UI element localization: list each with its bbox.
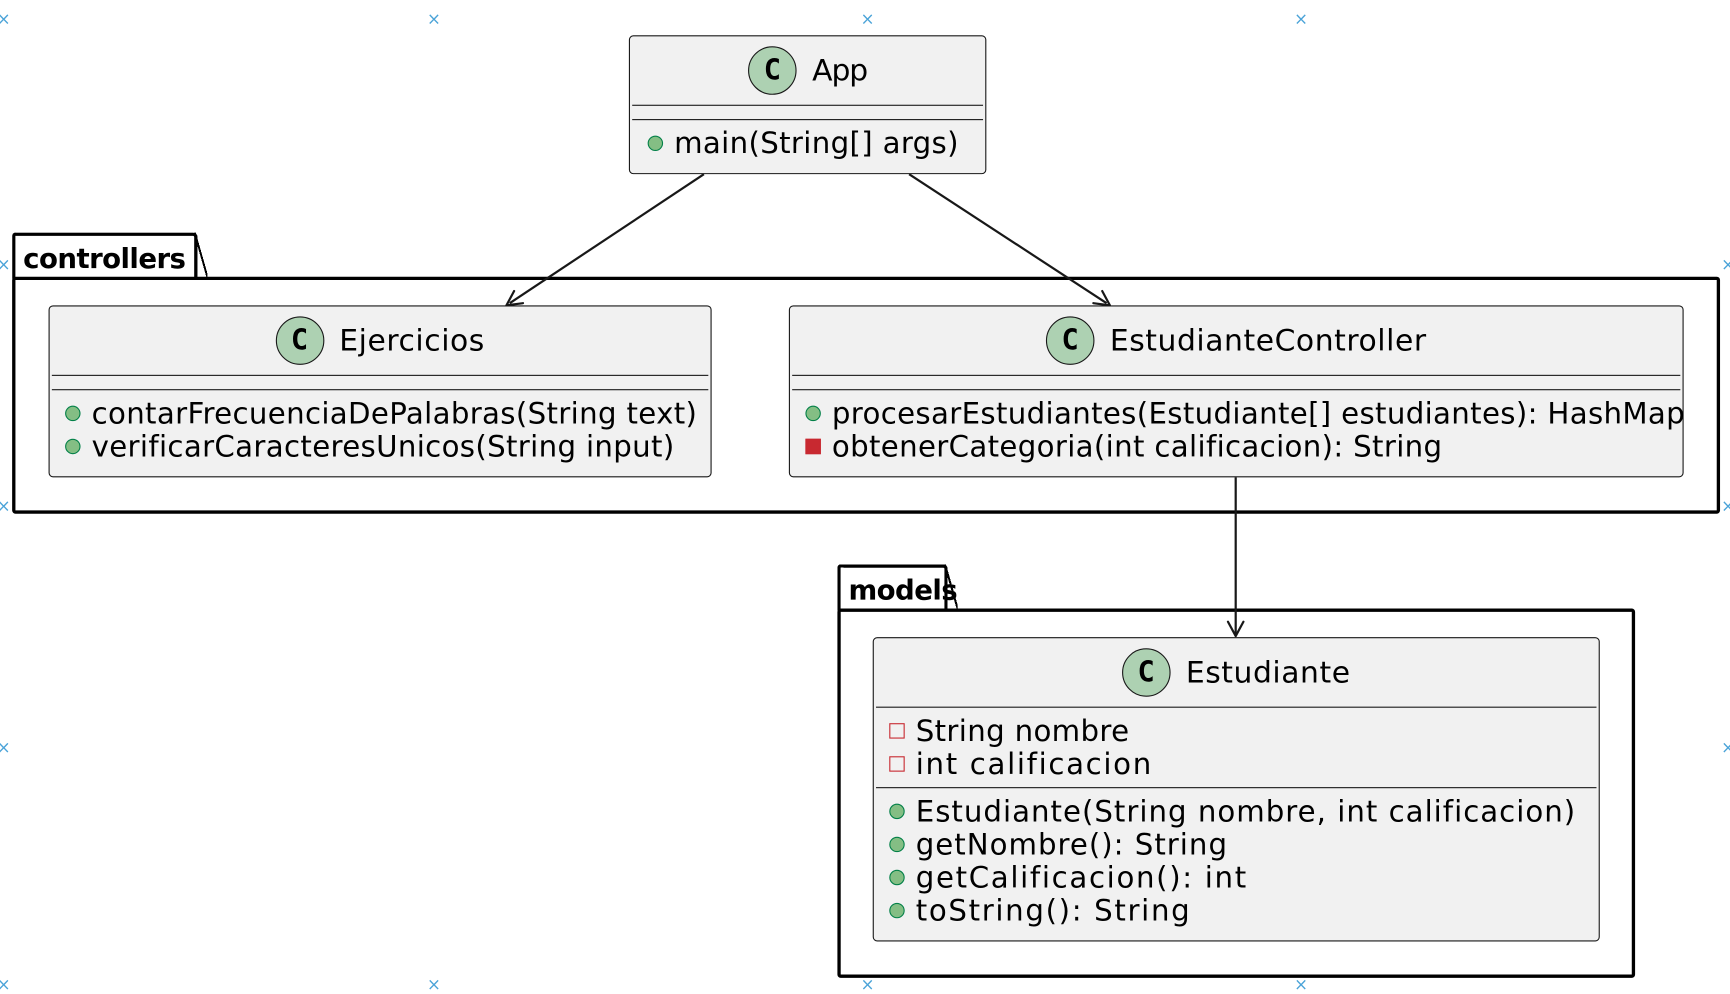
methods-section: procesarEstudiantes(Estudiante[] estudia… [790, 390, 1686, 469]
class-c-icon: C [275, 316, 324, 365]
method-row: procesarEstudiantes(Estudiante[] estudia… [805, 396, 1686, 431]
methods-section: main(String[] args) [630, 120, 985, 166]
page-marker-icon: × [1721, 498, 1730, 515]
page-marker-icon: × [1721, 256, 1730, 274]
class-c-icon: C [1045, 316, 1095, 365]
method-text: getCalificacion(): int [915, 860, 1248, 895]
class-header: C App [630, 36, 985, 104]
methods-section: contarFrecuenciaDePalabras(String text) … [50, 390, 711, 469]
method-row: main(String[] args) [647, 126, 986, 161]
class-name: EstudianteController [1109, 323, 1427, 358]
public-method-icon [647, 135, 664, 152]
class-header: C EstudianteController [790, 306, 1683, 374]
separator [632, 104, 984, 106]
field-row: String nombre [889, 713, 1598, 748]
package-controllers: controllers [12, 232, 1721, 514]
class-name: Ejercicios [339, 323, 485, 358]
page-marker-icon: × [0, 10, 11, 28]
page-marker-icon: × [1294, 974, 1309, 994]
separator [876, 706, 1597, 708]
field-row: int calificacion [889, 746, 1598, 782]
method-row: contarFrecuenciaDePalabras(String text) [65, 396, 710, 431]
method-text: getNombre(): String [915, 827, 1229, 862]
method-text: toString(): String [915, 893, 1192, 928]
separator [792, 374, 1681, 376]
class-estudiante-controller[interactable]: C EstudianteController procesarEstudiant… [788, 305, 1686, 478]
method-text: procesarEstudiantes(Estudiante[] estudia… [831, 396, 1686, 431]
page-marker-icon: × [1721, 739, 1730, 757]
public-method-icon [805, 405, 821, 422]
method-row: getNombre(): String [889, 827, 1598, 862]
arrow-estudiante-controller-to-estudiante [1226, 477, 1245, 638]
class-ejercicios[interactable]: C Ejercicios contarFrecuenciaDePalabras(… [48, 305, 712, 478]
method-text: Estudiante(String nombre, int calificaci… [915, 794, 1577, 829]
class-app[interactable]: C App main(String[] args) [628, 35, 987, 175]
public-method-icon [889, 803, 905, 820]
class-header: C Estudiante [874, 638, 1599, 706]
method-row: obtenerCategoria(int calificacion): Stri… [805, 429, 1682, 464]
page-marker-icon: × [0, 739, 11, 757]
page-marker-icon: × [426, 8, 441, 29]
private-method-icon [805, 438, 821, 455]
public-method-icon [889, 869, 905, 886]
method-text: contarFrecuenciaDePalabras(String text) [91, 396, 698, 431]
class-estudiante[interactable]: C Estudiante String nombre int calificac… [872, 637, 1600, 942]
method-row: verificarCaracteresUnicos(String input) [65, 429, 710, 464]
page-marker-icon: × [1294, 8, 1309, 29]
package-label: models [837, 564, 958, 611]
page-marker-icon: × [860, 974, 875, 994]
separator [51, 389, 709, 391]
package-frame [12, 276, 1721, 514]
public-method-icon [889, 902, 905, 919]
package-label: controllers [12, 232, 208, 279]
public-method-icon [65, 438, 81, 455]
class-c-icon: C [1121, 648, 1171, 697]
separator [632, 119, 984, 121]
class-c-icon: C [748, 46, 797, 95]
separator [876, 787, 1597, 789]
class-header: C Ejercicios [50, 306, 711, 374]
public-method-icon [65, 405, 81, 422]
fields-section: String nombre int calificacion [874, 708, 1599, 787]
method-text: main(String[] args) [674, 126, 959, 161]
separator [51, 374, 709, 376]
field-text: int calificacion [915, 746, 1153, 782]
class-name: App [812, 53, 868, 88]
class-name: Estudiante [1185, 655, 1351, 690]
page-marker-icon: × [0, 976, 11, 994]
arrow-app-to-ejercicios [505, 173, 705, 307]
methods-section: Estudiante(String nombre, int calificaci… [874, 788, 1599, 934]
field-text: String nombre [915, 713, 1130, 748]
method-text: obtenerCategoria(int calificacion): Stri… [831, 429, 1443, 464]
private-field-icon [889, 756, 905, 772]
private-field-icon [889, 723, 905, 739]
public-method-icon [889, 836, 905, 853]
page-marker-icon: × [0, 498, 11, 515]
page-marker-icon: × [426, 974, 441, 994]
separator [792, 389, 1681, 391]
method-text: verificarCaracteresUnicos(String input) [91, 429, 675, 464]
page-marker-icon: × [860, 8, 875, 29]
arrow-app-to-estudiante-controller [908, 173, 1112, 307]
method-row: Estudiante(String nombre, int calificaci… [889, 794, 1598, 829]
method-row: getCalificacion(): int [889, 860, 1598, 895]
page-marker-icon: × [0, 256, 11, 274]
method-row: toString(): String [889, 893, 1598, 928]
